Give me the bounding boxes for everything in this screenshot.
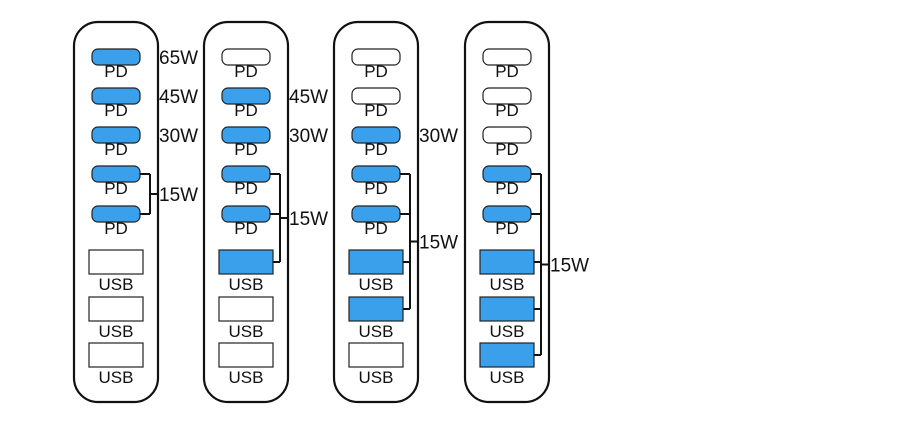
usb-port-inactive <box>218 296 274 322</box>
pd-port-active <box>91 48 141 66</box>
port-label: USB <box>359 275 394 294</box>
pd-port-inactive <box>482 87 532 105</box>
usb-port-active <box>348 296 404 322</box>
port-label: USB <box>99 275 134 294</box>
port-label: PD <box>234 62 258 81</box>
port-label: PD <box>495 62 519 81</box>
port-wattage-label: 30W <box>419 126 458 147</box>
pd-port-inactive <box>351 87 401 105</box>
config-panel-1: PD PD PD PD PD USB USB USB 65W 45W 30W 15W <box>72 20 198 404</box>
port-label: PD <box>364 219 388 238</box>
usb-port-active <box>479 249 535 275</box>
port-label: PD <box>495 101 519 120</box>
port-wattage-label: 30W <box>159 126 198 147</box>
usb-port-inactive <box>348 342 404 368</box>
port-label: USB <box>490 275 525 294</box>
usb-port-active <box>479 296 535 322</box>
pd-port-active <box>221 87 271 105</box>
port-label: USB <box>490 368 525 387</box>
shared-wattage-label: 15W <box>289 209 328 230</box>
usb-port-inactive <box>218 342 274 368</box>
port-label: USB <box>99 368 134 387</box>
port-label: PD <box>495 219 519 238</box>
port-label: USB <box>490 322 525 341</box>
usb-port-active <box>218 249 274 275</box>
port-label: PD <box>364 62 388 81</box>
port-label: PD <box>495 179 519 198</box>
usb-port-inactive <box>88 342 144 368</box>
config-panel-2: PD PD PD PD PD USB USB USB 45W 30W 15W <box>202 20 328 404</box>
config-panel-3: PD PD PD PD PD USB USB USB 30W 15W <box>332 20 458 404</box>
port-wattage-label: 30W <box>289 126 328 147</box>
pd-port-inactive <box>482 126 532 144</box>
usb-port-inactive <box>88 296 144 322</box>
port-label: USB <box>359 368 394 387</box>
port-label: PD <box>364 140 388 159</box>
shared-wattage-label: 15W <box>419 233 458 254</box>
pd-port-active <box>91 126 141 144</box>
shared-wattage-label: 15W <box>550 256 589 277</box>
port-label: PD <box>104 101 128 120</box>
usb-port-active <box>348 249 404 275</box>
port-label: PD <box>364 101 388 120</box>
port-label: PD <box>234 179 258 198</box>
port-label: USB <box>229 368 264 387</box>
port-wattage-label: 65W <box>159 48 198 69</box>
port-label: USB <box>229 322 264 341</box>
port-label: PD <box>495 140 519 159</box>
port-label: USB <box>359 322 394 341</box>
pd-port-active <box>91 87 141 105</box>
port-label: USB <box>229 275 264 294</box>
usb-port-inactive <box>88 249 144 275</box>
port-wattage-label: 45W <box>289 87 328 108</box>
usb-port-active <box>479 342 535 368</box>
shared-wattage-label: 15W <box>159 185 198 206</box>
port-label: PD <box>364 179 388 198</box>
pd-port-inactive <box>482 48 532 66</box>
port-label: PD <box>104 62 128 81</box>
pd-port-active <box>351 126 401 144</box>
pd-port-inactive <box>221 48 271 66</box>
port-wattage-label: 45W <box>159 87 198 108</box>
port-label: PD <box>234 219 258 238</box>
port-label: PD <box>104 179 128 198</box>
port-label: USB <box>99 322 134 341</box>
port-label: PD <box>234 101 258 120</box>
port-label: PD <box>104 140 128 159</box>
pd-port-active <box>221 126 271 144</box>
port-label: PD <box>104 219 128 238</box>
pd-port-inactive <box>351 48 401 66</box>
config-panel-4: PD PD PD PD PD USB USB USB 15W <box>463 20 589 404</box>
port-label: PD <box>234 140 258 159</box>
